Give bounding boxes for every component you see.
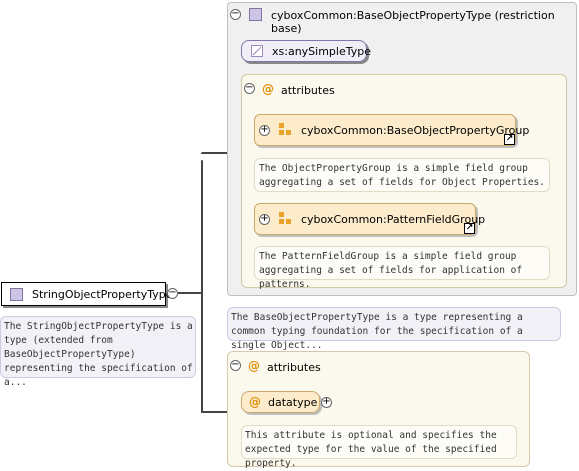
link-arrow-icon[interactable]: ↗ [464,223,475,234]
connector-attrs [201,411,228,413]
complex-type-icon [10,288,23,301]
complex-type-icon [249,8,262,21]
connector-root [178,292,202,294]
simple-type-box[interactable]: xs:anySimpleType [241,40,371,62]
root-description: The StringObjectPropertyType is a type (… [0,316,196,388]
attribute-group-box[interactable]: + cyboxCommon:BaseObjectPropertyGroup ↗ [254,114,529,146]
attributes-collapse-toggle[interactable]: − [230,359,241,371]
group-expand-toggle[interactable]: + [259,124,270,136]
attribute-at-icon: @ [248,359,260,373]
simple-type-label: xs:anySimpleType [272,45,371,58]
attribute-description: This attribute is optional and specifies… [241,425,517,469]
root-type-label: StringObjectPropertyType [32,288,173,301]
group-expand-toggle[interactable]: + [259,213,270,225]
attribute-at-icon: @ [262,82,274,96]
base-attributes-toggle[interactable]: − [244,82,255,94]
base-attributes-label: attributes [281,84,335,97]
attribute-datatype-box[interactable]: @ datatype [241,391,320,413]
root-collapse-toggle[interactable]: − [167,287,178,299]
attribute-expand-toggle[interactable]: + [321,396,332,408]
group-description: The ObjectPropertyGroup is a simple fiel… [254,158,550,192]
attribute-at-icon: @ [249,395,261,409]
attribute-group-box[interactable]: + cyboxCommon:PatternFieldGroup ↗ [254,203,485,235]
attribute-name: datatype [268,396,318,409]
base-type-title[interactable]: cyboxCommon:BaseObjectPropertyType (rest… [271,9,555,35]
base-collapse-toggle[interactable]: − [230,8,241,20]
link-arrow-icon[interactable]: ↗ [504,134,515,145]
connector-base [201,152,228,154]
simple-type-icon [251,45,263,57]
connector-trunk [201,160,203,412]
root-type-box[interactable]: StringObjectPropertyType [1,282,172,306]
attribute-group-name: cyboxCommon:BaseObjectPropertyGroup [301,124,530,137]
attribute-group-icon [279,212,292,225]
attribute-group-name: cyboxCommon:PatternFieldGroup [301,213,486,226]
group-description: The PatternFieldGroup is a simple field … [254,246,550,290]
attribute-group-icon [279,123,292,136]
attributes-label: attributes [267,361,321,374]
base-type-description: The BaseObjectPropertyType is a type rep… [227,307,561,351]
